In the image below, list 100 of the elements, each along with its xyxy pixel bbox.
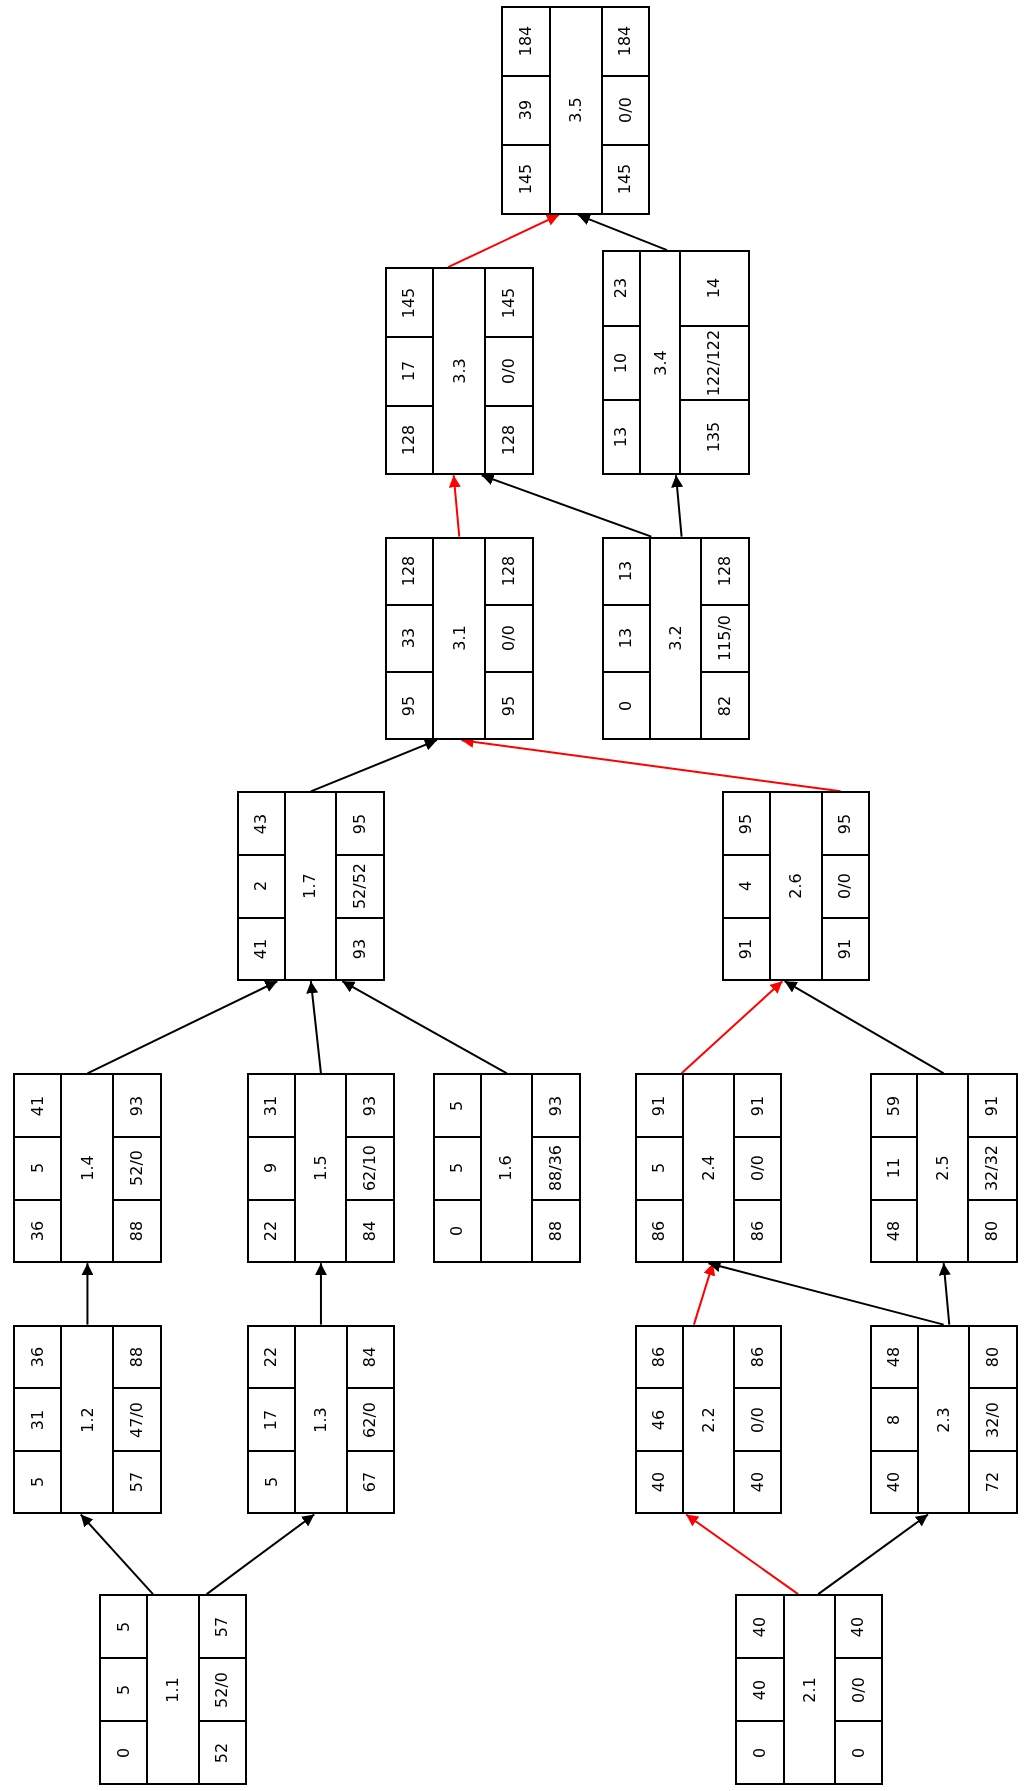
activity-node [869,1073,1018,1264]
activity-node [501,5,651,215]
arrow [680,980,784,1075]
activity-id: 3.3 [451,358,468,384]
value-text: 115/0 [716,615,733,662]
activity-id: 1.2 [79,1406,96,1433]
value-text: 86 [749,1220,766,1242]
value-text: 82 [716,695,733,716]
value-text: 86 [651,1346,668,1368]
activity-node [634,1073,783,1264]
activity-id: 1.5 [312,1155,329,1181]
value-text: 22 [263,1346,280,1368]
value-text: 5 [263,1477,280,1488]
activity-node [247,1073,395,1264]
value-text: 4 [738,881,755,892]
arrow [309,739,438,793]
value-text: 128 [716,555,733,587]
activity-id: 3.2 [667,625,684,652]
value-text: 0/0 [749,1406,766,1433]
value-text: 128 [501,555,517,587]
value-text: 52 [214,1742,231,1763]
activity-id: 2.4 [700,1155,717,1181]
value-text: 91 [651,1095,668,1116]
activity-node [432,1073,581,1264]
value-text: 48 [886,1346,903,1368]
value-text: 40 [749,1472,766,1493]
value-text: 93 [547,1095,564,1116]
value-text: 47/0 [129,1401,146,1438]
activity-node [735,1594,884,1786]
value-text: 88/36 [547,1145,564,1192]
value-text: 0 [618,700,635,711]
value-text: 0/0 [837,873,854,900]
value-text: 88 [547,1220,564,1242]
value-text: 91 [738,938,755,960]
value-text: 0/0 [850,1676,867,1703]
arrow [685,1513,800,1596]
value-text: 22 [263,1220,280,1242]
activity-id: 2.1 [801,1676,818,1703]
arrow [671,474,684,538]
activity-node [384,536,534,741]
value-text: 145 [518,164,534,195]
value-text: 128 [501,424,517,456]
value-text: 72 [985,1472,1001,1493]
value-text: 13 [613,426,630,448]
value-text: 0/0 [501,358,517,385]
value-text: 5 [651,1163,668,1174]
value-text: 91 [984,1095,1001,1116]
activity-id: 1.3 [312,1406,329,1433]
arrow [480,473,653,538]
activity-id: 1.6 [498,1155,515,1181]
value-text: 52/52 [351,863,368,910]
value-text: 0/0 [749,1155,766,1182]
arrow [81,1262,94,1326]
value-text: 88 [129,1220,146,1242]
value-text: 0 [850,1747,867,1758]
value-text: 31 [29,1409,46,1430]
activity-id: 1.4 [79,1155,96,1181]
value-text: 41 [253,938,270,960]
value-text: 95 [401,695,418,716]
arrow [447,213,560,269]
arrow [86,980,279,1075]
value-text: 32/32 [984,1145,1001,1192]
value-text: 31 [263,1095,280,1116]
value-text: 40 [886,1472,903,1493]
value-text: 10 [613,352,630,373]
value-text: 5 [115,1621,132,1632]
value-text: 0 [751,1747,768,1758]
value-text: 86 [749,1346,766,1368]
value-text: 62/10 [361,1145,378,1192]
value-text: 8 [886,1414,903,1425]
activity-node [12,1324,162,1515]
activity-id: 2.3 [935,1406,952,1433]
activity-id: 2.2 [700,1406,717,1433]
arrow [79,1513,154,1596]
value-text: 14 [706,278,723,299]
activity-node [634,1324,783,1515]
value-text: 0/0 [617,97,634,124]
activity-id: 1.1 [165,1676,182,1703]
activity-id: 3.5 [567,97,584,123]
value-text: 86 [651,1220,668,1242]
activity-id: 2.5 [934,1155,951,1181]
value-text: 93 [351,938,368,960]
value-text: 57 [214,1616,231,1637]
value-text: 184 [518,25,534,57]
value-text: 36 [29,1220,46,1242]
value-text: 128 [401,424,418,456]
value-text: 145 [501,287,517,318]
value-text: 88 [129,1346,146,1368]
value-text: 145 [401,287,418,318]
value-text: 17 [401,361,418,382]
value-text: 0 [449,1225,466,1236]
value-text: 67 [362,1472,379,1493]
activity-node [236,791,385,982]
arrow [341,980,508,1075]
activity-node [247,1324,395,1515]
arrow [783,980,945,1075]
value-text: 184 [617,25,634,57]
arrow [205,1513,316,1596]
value-text: 93 [361,1095,378,1116]
value-text: 48 [886,1220,903,1242]
